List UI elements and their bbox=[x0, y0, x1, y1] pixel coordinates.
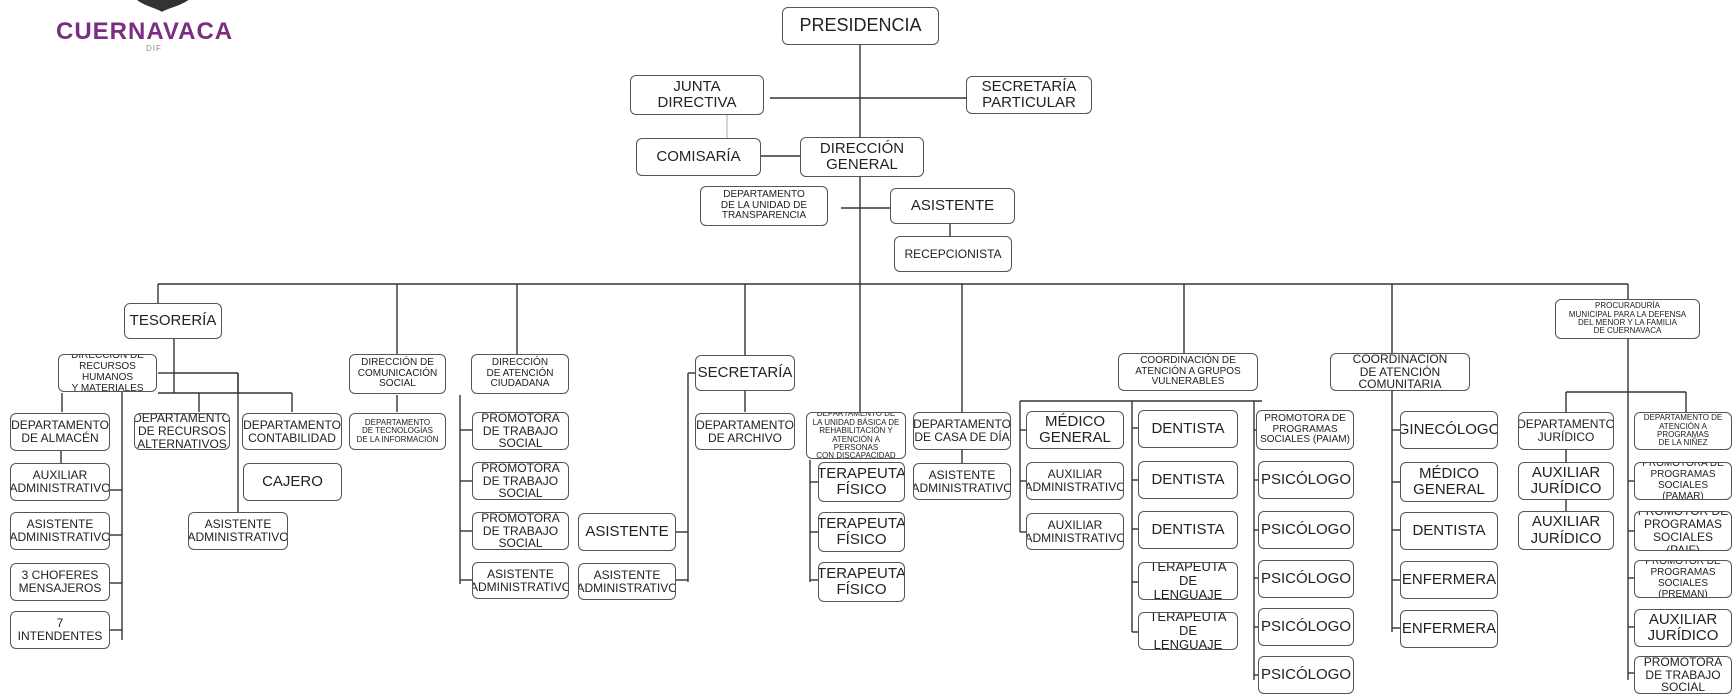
node-asistente-administrativo-cd: ASISTENTE ADMINISTRATIVO bbox=[913, 463, 1011, 500]
node-transparencia: DEPARTAMENTO DE LA UNIDAD DE TRANSPARENC… bbox=[700, 186, 828, 226]
node-enfermera-2: ENFERMERA bbox=[1400, 610, 1498, 648]
node-auxiliar-juridico-2: AUXILIAR JURÍDICO bbox=[1518, 511, 1614, 550]
node-procuraduria: PROCURADURÍA MUNICIPAL PARA LA DEFENSA D… bbox=[1555, 299, 1700, 339]
node-psicologo-5: PSICÓLOGO bbox=[1258, 656, 1354, 694]
node-medico-general-1: MÉDICO GENERAL bbox=[1026, 411, 1124, 449]
node-terapeuta-fisico-2: TERAPEUTA FÍSICO bbox=[818, 512, 905, 552]
node-dentista-4: DENTISTA bbox=[1400, 512, 1498, 550]
node-archivo: DEPARTAMENTO DE ARCHIVO bbox=[695, 413, 795, 450]
node-almacen: DEPARTAMENTO DE ALMACÉN bbox=[10, 413, 110, 451]
node-psicologo-2: PSICÓLOGO bbox=[1258, 511, 1354, 549]
node-paif: PROMOTOR DE PROGRAMAS SOCIALES (PAIF) bbox=[1634, 511, 1732, 551]
node-dentista-3: DENTISTA bbox=[1138, 511, 1238, 549]
node-auxiliar-administrativo-v2: AUXILIAR ADMINISTRATIVO bbox=[1026, 513, 1124, 550]
node-asistente-administrativo-tesoreria: ASISTENTE ADMINISTRATIVO bbox=[188, 512, 288, 550]
node-rrhh: DIRECCIÓN DE RECURSOS HUMANOS Y MATERIAL… bbox=[58, 354, 157, 392]
node-pamar: PROMOTORA DE PROGRAMAS SOCIALES (PAMAR) bbox=[1634, 462, 1732, 500]
node-asistente-administrativo-ac: ASISTENTE ADMINISTRATIVO bbox=[472, 562, 569, 599]
node-medico-general-2: MÉDICO GENERAL bbox=[1400, 462, 1498, 502]
node-preman: PROMOTOR DE PROGRAMAS SOCIALES (PREMAN) bbox=[1634, 560, 1732, 598]
node-cajero: CAJERO bbox=[243, 463, 342, 501]
node-promotora-trabajo-social-procuraduria: PROMOTORA DE TRABAJO SOCIAL bbox=[1634, 656, 1732, 694]
node-direccion-general: DIRECCIÓN GENERAL bbox=[800, 137, 924, 177]
node-terapeuta-fisico-1: TERAPEUTA FÍSICO bbox=[818, 462, 905, 502]
node-comunicacion-social: DIRECCIÓN DE COMUNICACIÓN SOCIAL bbox=[349, 354, 446, 394]
node-terapeuta-lenguaje-1: TERAPEUTA DE LENGUAJE bbox=[1138, 562, 1238, 600]
node-paiam: PROMOTORA DE PROGRAMAS SOCIALES (PAIAM) bbox=[1256, 410, 1354, 450]
node-rehabilitacion: DEPARTAMENTO DE LA UNIDAD BÁSICA DE REHA… bbox=[806, 412, 906, 459]
node-junta-directiva: JUNTA DIRECTIVA bbox=[630, 75, 764, 115]
node-terapeuta-lenguaje-2: TERAPEUTA DE LENGUAJE bbox=[1138, 612, 1238, 650]
node-intendentes: 7 INTENDENTES bbox=[10, 611, 110, 649]
node-auxiliar-administrativo-v1: AUXILIAR ADMINISTRATIVO bbox=[1026, 462, 1124, 500]
node-promotora-trabajo-social-1: PROMOTORA DE TRABAJO SOCIAL bbox=[472, 412, 569, 450]
node-secretaria: SECRETARÍA bbox=[695, 355, 795, 391]
node-promotora-trabajo-social-2: PROMOTORA DE TRABAJO SOCIAL bbox=[472, 462, 569, 500]
node-ninez: DEPARTAMENTO DE ATENCIÓN A PROGRAMAS DE … bbox=[1634, 412, 1732, 450]
node-psicologo-3: PSICÓLOGO bbox=[1258, 560, 1354, 598]
dif-logo-icon bbox=[137, 0, 189, 12]
node-psicologo-1: PSICÓLOGO bbox=[1258, 461, 1354, 499]
node-asistente-secretaria: ASISTENTE bbox=[578, 513, 676, 551]
node-recepcionista: RECEPCIONISTA bbox=[894, 236, 1012, 272]
node-terapeuta-fisico-3: TERAPEUTA FÍSICO bbox=[818, 562, 905, 602]
node-dentista-1: DENTISTA bbox=[1138, 410, 1238, 448]
node-secretaria-particular: SECRETARÍA PARTICULAR bbox=[966, 76, 1092, 114]
logo-subtitle: DIF bbox=[146, 44, 162, 53]
node-casa-de-dia: DEPARTAMENTO DE CASA DE DÍA bbox=[913, 412, 1011, 450]
node-tesoreria: TESORERÍA bbox=[124, 303, 222, 339]
node-auxiliar-juridico-1: AUXILIAR JURÍDICO bbox=[1518, 462, 1614, 500]
node-atencion-comunitaria: COORDINACIÓN DE ATENCIÓN COMUNITARIA bbox=[1330, 353, 1470, 391]
node-recursos-alternativos: DEPARTAMENTO DE RECURSOS ALTERNATIVOS bbox=[134, 413, 230, 450]
node-asistente-administrativo-secretaria: ASISTENTE ADMINISTRATIVO bbox=[578, 563, 676, 600]
node-atencion-ciudadana: DIRECCIÓN DE ATENCIÓN CIUDADANA bbox=[471, 354, 569, 394]
node-choferes: 3 CHOFERES MENSAJEROS bbox=[10, 563, 110, 601]
node-psicologo-4: PSICÓLOGO bbox=[1258, 608, 1354, 646]
node-asistente-dg: ASISTENTE bbox=[890, 188, 1015, 224]
node-contabilidad: DEPARTAMENTO CONTABILIDAD bbox=[242, 413, 342, 450]
logo-name: CUERNAVACA bbox=[56, 18, 234, 45]
node-dentista-2: DENTISTA bbox=[1138, 461, 1238, 499]
node-grupos-vulnerables: COORDINACIÓN DE ATENCIÓN A GRUPOS VULNER… bbox=[1118, 353, 1258, 391]
node-asistente-administrativo: ASISTENTE ADMINISTRATIVO bbox=[10, 512, 110, 550]
node-enfermera-1: ENFERMERA bbox=[1400, 561, 1498, 599]
node-juridico: DEPARTAMENTO JURÍDICO bbox=[1518, 412, 1614, 450]
node-auxiliar-juridico-3: AUXILIAR JURÍDICO bbox=[1634, 609, 1732, 647]
node-promotora-trabajo-social-3: PROMOTORA DE TRABAJO SOCIAL bbox=[472, 512, 569, 550]
node-ginecologo: GINECÓLOGO bbox=[1400, 411, 1498, 449]
node-auxiliar-administrativo: AUXILIAR ADMINISTRATIVO bbox=[10, 463, 110, 501]
node-tecnologias: DEPARTAMENTO DE TECNOLOGÍAS DE LA INFORM… bbox=[349, 413, 446, 450]
node-presidencia: PRESIDENCIA bbox=[782, 7, 939, 45]
node-comisaria: COMISARÍA bbox=[636, 138, 761, 176]
